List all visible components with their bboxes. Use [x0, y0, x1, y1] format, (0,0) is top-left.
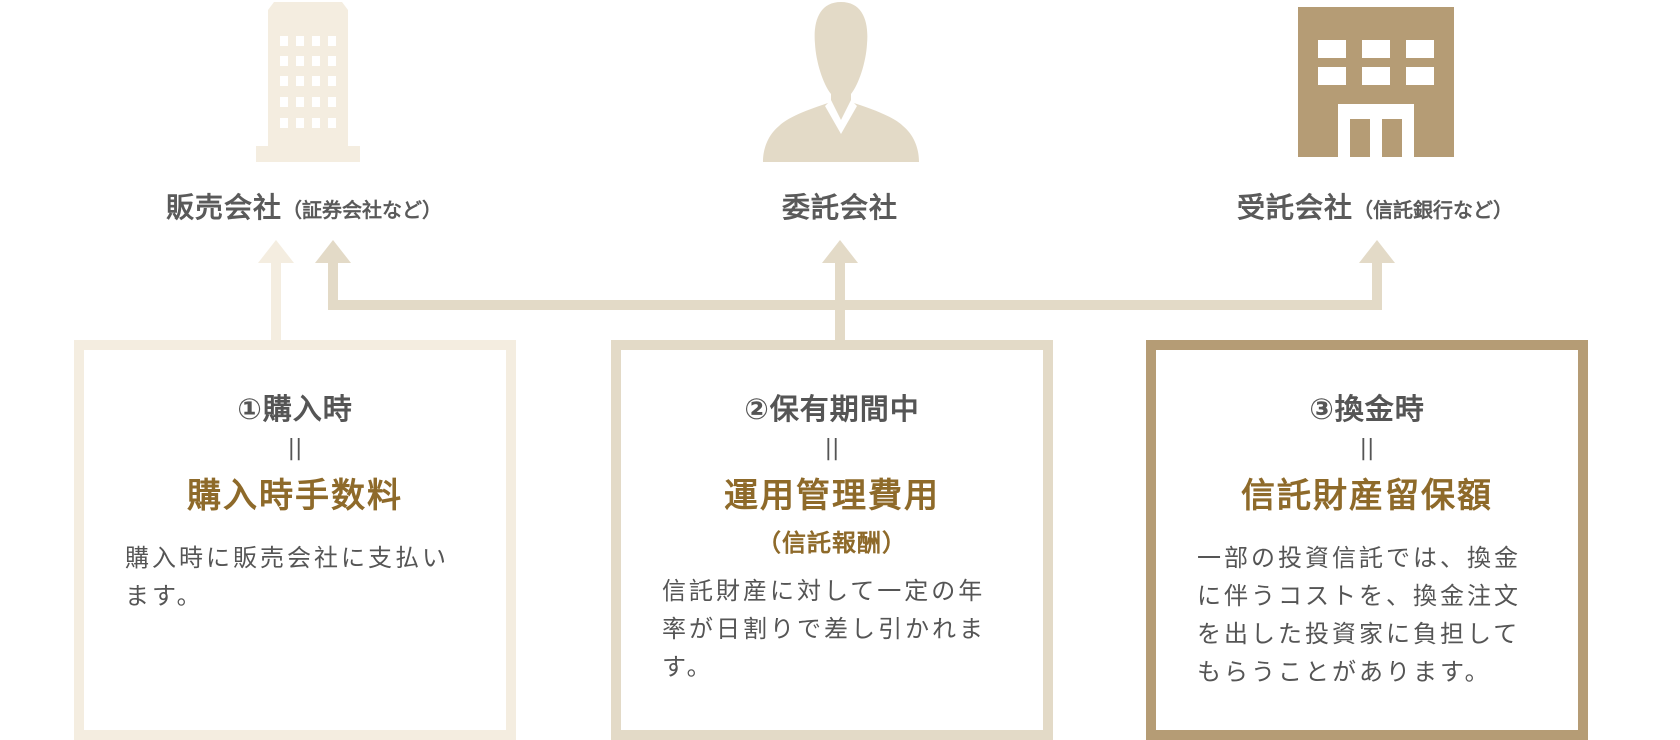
fee-box-redemption: ③換金時 || 信託財産留保額 一部の投資信託では、換金に伴うコストを、換金注文…	[1146, 340, 1588, 740]
company-label-consignor: 委託会社	[782, 186, 898, 226]
company-name: 販売会社	[165, 191, 283, 224]
arrow-head-trustee	[1359, 240, 1395, 263]
arrow-line-holding-left	[328, 262, 338, 310]
fee-box-holding: ②保有期間中 || 運用管理費用 （信託報酬） 信託財産に対して一定の年率が日割…	[611, 340, 1053, 740]
fee-subtitle: （信託報酬）	[757, 529, 907, 557]
company-name: 受託会社	[1236, 191, 1354, 224]
arrow-line-holding-horizontal	[328, 300, 1382, 310]
fee-name: 運用管理費用	[724, 476, 940, 516]
businessperson-icon	[763, 2, 919, 162]
stage-title: ①購入時	[237, 392, 353, 426]
fee-description: 信託財産に対して一定の年率が日割りで差し引かれます。	[662, 577, 986, 681]
fee-name: 購入時手数料	[187, 476, 403, 516]
fee-description: 購入時に販売会社に支払います。	[125, 544, 449, 610]
arrow-head-sales	[315, 240, 351, 263]
equals-mark: ||	[287, 436, 303, 461]
arrow-head-purchase	[258, 240, 294, 263]
bank-building-icon	[1298, 7, 1454, 157]
arrow-line-purchase	[271, 262, 281, 340]
fee-description: 一部の投資信託では、換金に伴うコストを、換金注文を出した投資家に負担してもらうこ…	[1197, 544, 1521, 686]
arrow-head-consignor	[822, 240, 858, 263]
equals-mark: ||	[1359, 436, 1375, 461]
company-sub: （証券会社など）	[282, 198, 443, 222]
company-label-sales: 販売会社（証券会社など）	[166, 186, 442, 226]
arrow-line-holding-right	[1372, 262, 1382, 310]
company-label-trustee: 受託会社（信託銀行など）	[1237, 186, 1513, 226]
fee-name: 信託財産留保額	[1241, 476, 1493, 516]
company-name: 委託会社	[781, 191, 899, 224]
flow-connectors	[258, 240, 1395, 340]
stage-title: ②保有期間中	[744, 392, 920, 426]
office-building-icon	[256, 2, 360, 162]
stage-title: ③換金時	[1309, 392, 1425, 426]
company-sub: （信託銀行など）	[1353, 198, 1514, 222]
equals-mark: ||	[824, 436, 840, 461]
fee-box-purchase: ①購入時 || 購入時手数料 購入時に販売会社に支払います。	[74, 340, 516, 740]
